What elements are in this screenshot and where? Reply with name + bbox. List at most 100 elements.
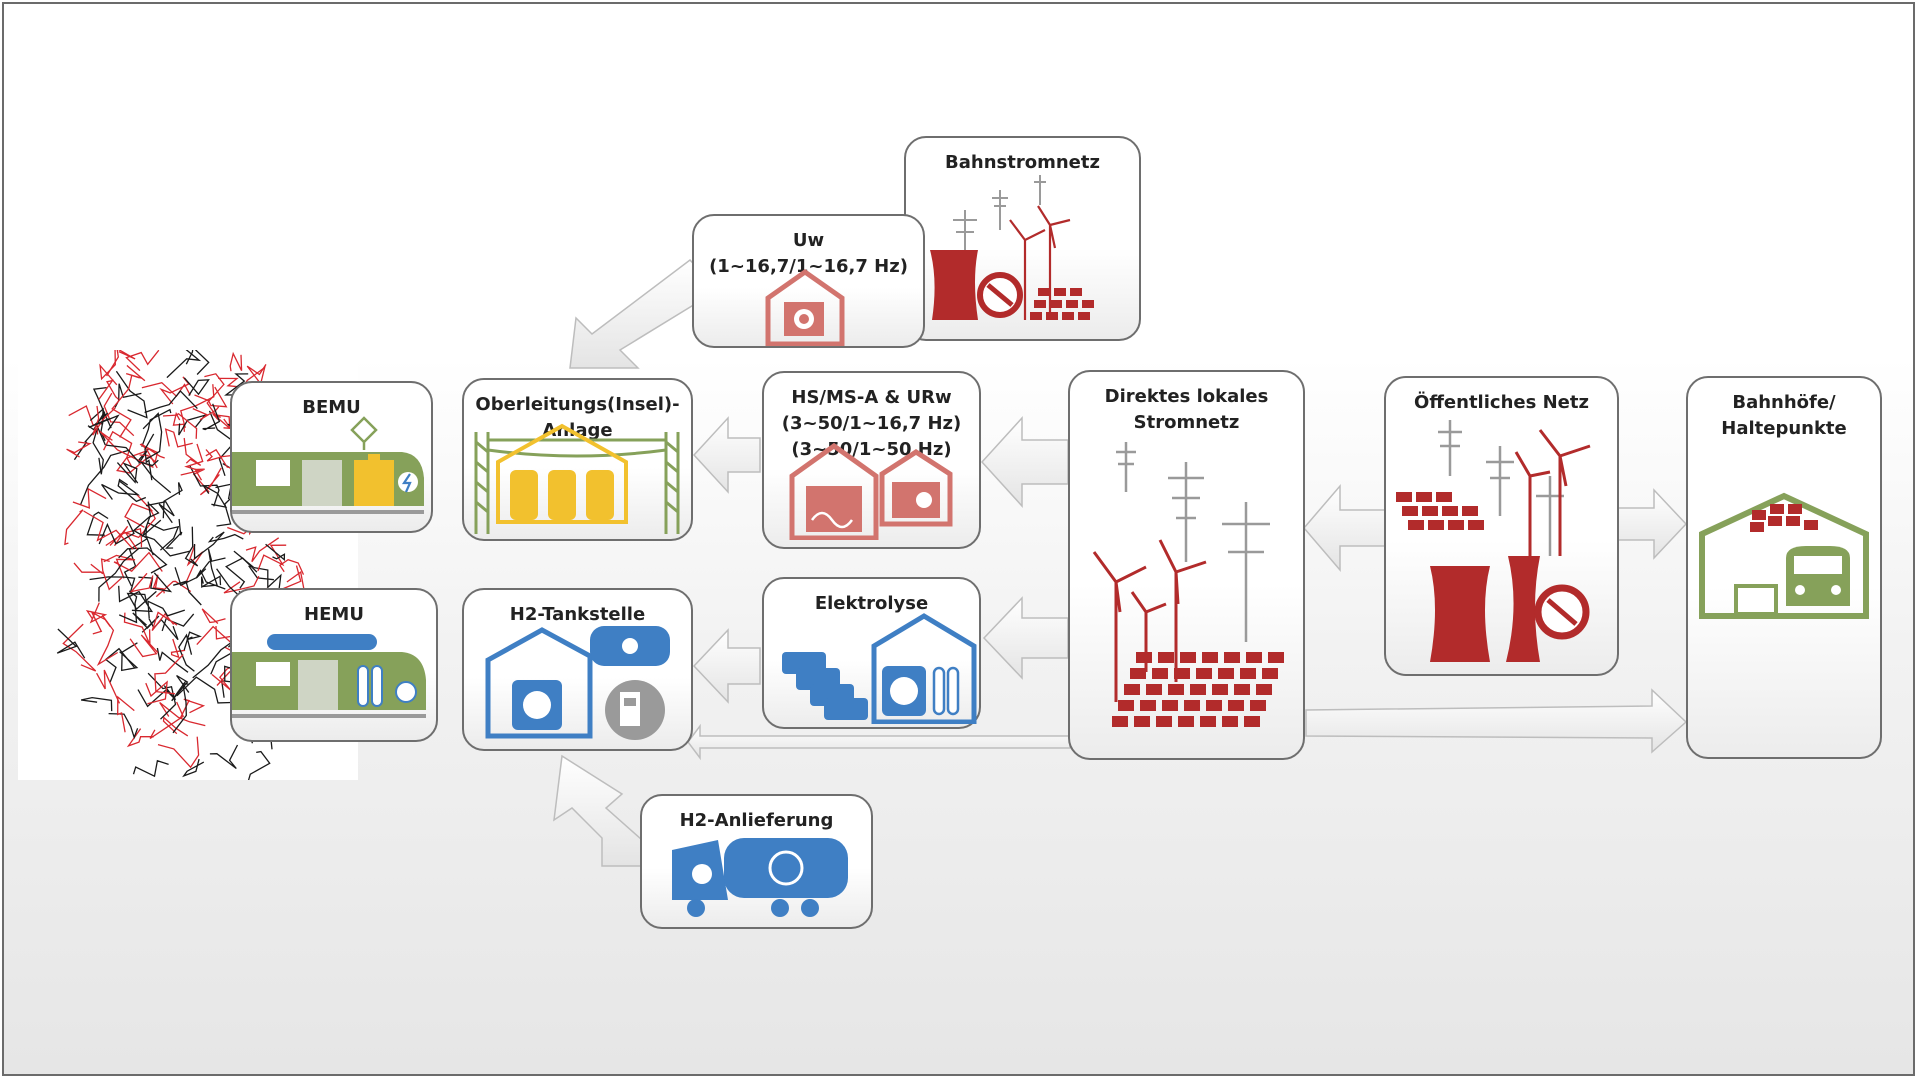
rail-line bbox=[147, 672, 177, 720]
solar-cell bbox=[1262, 668, 1278, 679]
rail-line bbox=[185, 350, 210, 375]
solar-cell bbox=[1140, 700, 1156, 711]
rail-line bbox=[151, 611, 178, 631]
node-label: Oberleitungs(Insel)- Anlage bbox=[475, 394, 680, 441]
rail-line bbox=[183, 631, 202, 651]
rail-line bbox=[192, 406, 220, 421]
rail-line bbox=[144, 433, 155, 481]
node-label: Bahnstromnetz bbox=[945, 152, 1100, 173]
rail-line bbox=[173, 580, 202, 606]
solar-cell bbox=[1146, 684, 1162, 695]
arrow-oeffentlich-to-bahnhoefe bbox=[1615, 488, 1688, 560]
solar-cell bbox=[1218, 668, 1234, 679]
rail-line bbox=[154, 654, 184, 695]
hydrogen-truck-icon bbox=[672, 838, 848, 917]
rail-line bbox=[141, 408, 172, 447]
rail-line bbox=[117, 695, 135, 733]
rail-line bbox=[204, 373, 225, 421]
rail-line bbox=[96, 669, 121, 704]
solar-cell bbox=[1228, 700, 1244, 711]
rail-line bbox=[115, 370, 148, 419]
station-house-icon bbox=[1699, 492, 1869, 619]
solar-cell bbox=[1156, 716, 1172, 727]
solar-cell bbox=[1240, 668, 1256, 679]
rail-line bbox=[90, 610, 111, 635]
rail-line bbox=[138, 572, 173, 593]
rail-line bbox=[193, 531, 225, 560]
node-label: Elektrolyse bbox=[814, 593, 929, 614]
rail-line bbox=[205, 449, 242, 462]
rail-line bbox=[99, 350, 118, 386]
arrow-direkt-to-bahnhoefe bbox=[1305, 688, 1688, 754]
rail-line bbox=[207, 533, 244, 543]
node-uw: Uw (1~16,7/1~16,7 Hz) bbox=[692, 214, 925, 348]
rail-line bbox=[125, 350, 160, 372]
rail-line bbox=[147, 522, 180, 551]
rail-line bbox=[144, 390, 198, 414]
rail-line bbox=[192, 468, 210, 493]
node-label: BEMU bbox=[302, 397, 361, 418]
rail-line bbox=[182, 758, 205, 778]
arrow-elektrolyse-to-tankstelle bbox=[692, 628, 761, 704]
rail-line bbox=[117, 478, 147, 503]
solar-cell bbox=[1158, 652, 1174, 663]
rail-line bbox=[88, 414, 120, 431]
solar-cell bbox=[1196, 668, 1212, 679]
rail-line bbox=[140, 443, 165, 469]
rail-line bbox=[98, 519, 135, 545]
rail-line bbox=[279, 558, 305, 575]
rail-line bbox=[199, 467, 222, 496]
node-label: Direktes lokales Stromnetz bbox=[1104, 386, 1269, 433]
solar-cell bbox=[1124, 684, 1140, 695]
rail-line bbox=[80, 449, 130, 505]
rail-line bbox=[98, 379, 119, 400]
rail-line bbox=[162, 482, 183, 519]
rail-line bbox=[174, 557, 226, 587]
rail-line bbox=[118, 547, 168, 574]
rail-line bbox=[101, 480, 141, 500]
rail-line bbox=[265, 543, 286, 562]
rail-line bbox=[245, 537, 280, 563]
solar-cell bbox=[1168, 684, 1184, 695]
solar-cell bbox=[1136, 652, 1152, 663]
rail-line bbox=[189, 465, 220, 507]
rail-line bbox=[89, 576, 136, 594]
rail-line bbox=[129, 634, 159, 658]
rail-line bbox=[106, 444, 159, 467]
rail-line bbox=[178, 633, 195, 672]
node-label: HEMU bbox=[304, 604, 364, 625]
rail-line bbox=[159, 701, 206, 727]
rail-line bbox=[116, 462, 139, 484]
rail-line bbox=[92, 405, 116, 436]
rail-line bbox=[129, 572, 154, 593]
rail-line bbox=[147, 600, 186, 619]
rail-line bbox=[139, 443, 159, 463]
rail-line bbox=[162, 716, 189, 737]
rail-line bbox=[209, 744, 239, 770]
rail-line bbox=[80, 696, 113, 712]
solar-cell bbox=[1250, 700, 1266, 711]
solar-cell bbox=[1244, 716, 1260, 727]
node-label: Bahnhöfe/ Haltepunkte bbox=[1721, 392, 1847, 439]
electrolyser-icon bbox=[782, 613, 977, 724]
rail-line bbox=[118, 590, 138, 624]
solar-cell bbox=[1162, 700, 1178, 711]
battery-train-icon bbox=[232, 416, 424, 514]
arrow-direkt-to-hsms bbox=[980, 416, 1069, 508]
arrow-oeffentlich-to-direkt bbox=[1303, 483, 1393, 573]
rail-line bbox=[56, 628, 86, 659]
rail-line bbox=[201, 608, 226, 624]
rail-line bbox=[225, 557, 258, 589]
rail-line bbox=[223, 575, 260, 594]
substation-icon bbox=[765, 268, 845, 346]
rail-line bbox=[100, 558, 123, 591]
rail-line bbox=[180, 443, 204, 476]
solar-cell bbox=[1222, 716, 1238, 727]
solar-cell bbox=[1152, 668, 1168, 679]
rail-line bbox=[73, 562, 104, 575]
rail-line bbox=[92, 386, 112, 429]
rail-line bbox=[201, 548, 218, 588]
rail-line bbox=[126, 728, 154, 748]
rail-line bbox=[111, 374, 133, 438]
solar-cell bbox=[1190, 684, 1206, 695]
